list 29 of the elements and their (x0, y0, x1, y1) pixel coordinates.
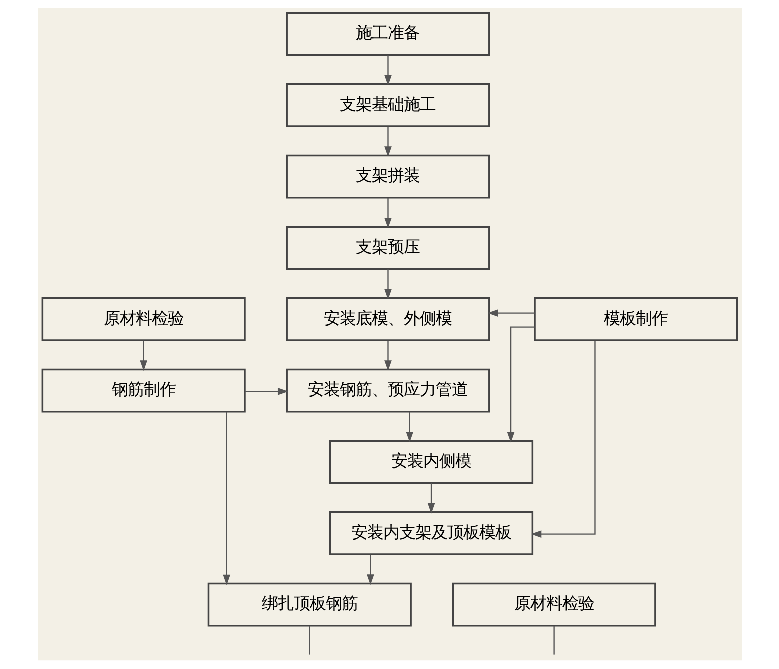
node-box: 支架基础施工 (286, 84, 490, 128)
arrow (366, 554, 374, 586)
arrow (384, 270, 392, 300)
node-box: 安装钢筋、预应力管道 (286, 368, 490, 413)
node-box: 支架拼装 (286, 154, 490, 199)
arrow (384, 56, 392, 86)
node-box: 支架预压 (286, 226, 490, 270)
arrow (427, 484, 435, 514)
node-box: 安装底模、外侧模 (286, 298, 490, 342)
arrow (384, 340, 392, 372)
arrow (530, 340, 596, 538)
arrow (244, 388, 288, 396)
node-box: 钢筋制作 (41, 368, 246, 413)
node-box: 模板制作 (534, 298, 738, 342)
arrow (384, 198, 392, 228)
connector (308, 626, 310, 655)
node-box: 安装内侧模 (328, 440, 534, 484)
arrow (222, 412, 230, 586)
arrow (506, 326, 534, 443)
node-box: 原材料检验 (452, 582, 656, 627)
node-box: 原材料检验 (41, 298, 246, 342)
arrow (140, 340, 148, 372)
connector (553, 626, 554, 655)
arrow (487, 310, 534, 317)
node-box: 施工准备 (286, 12, 490, 56)
arrow (406, 412, 414, 443)
node-box: 安装内支架及顶板模板 (328, 512, 534, 556)
node-box: 绑扎顶板钢筋 (207, 582, 412, 627)
arrow (384, 126, 392, 158)
